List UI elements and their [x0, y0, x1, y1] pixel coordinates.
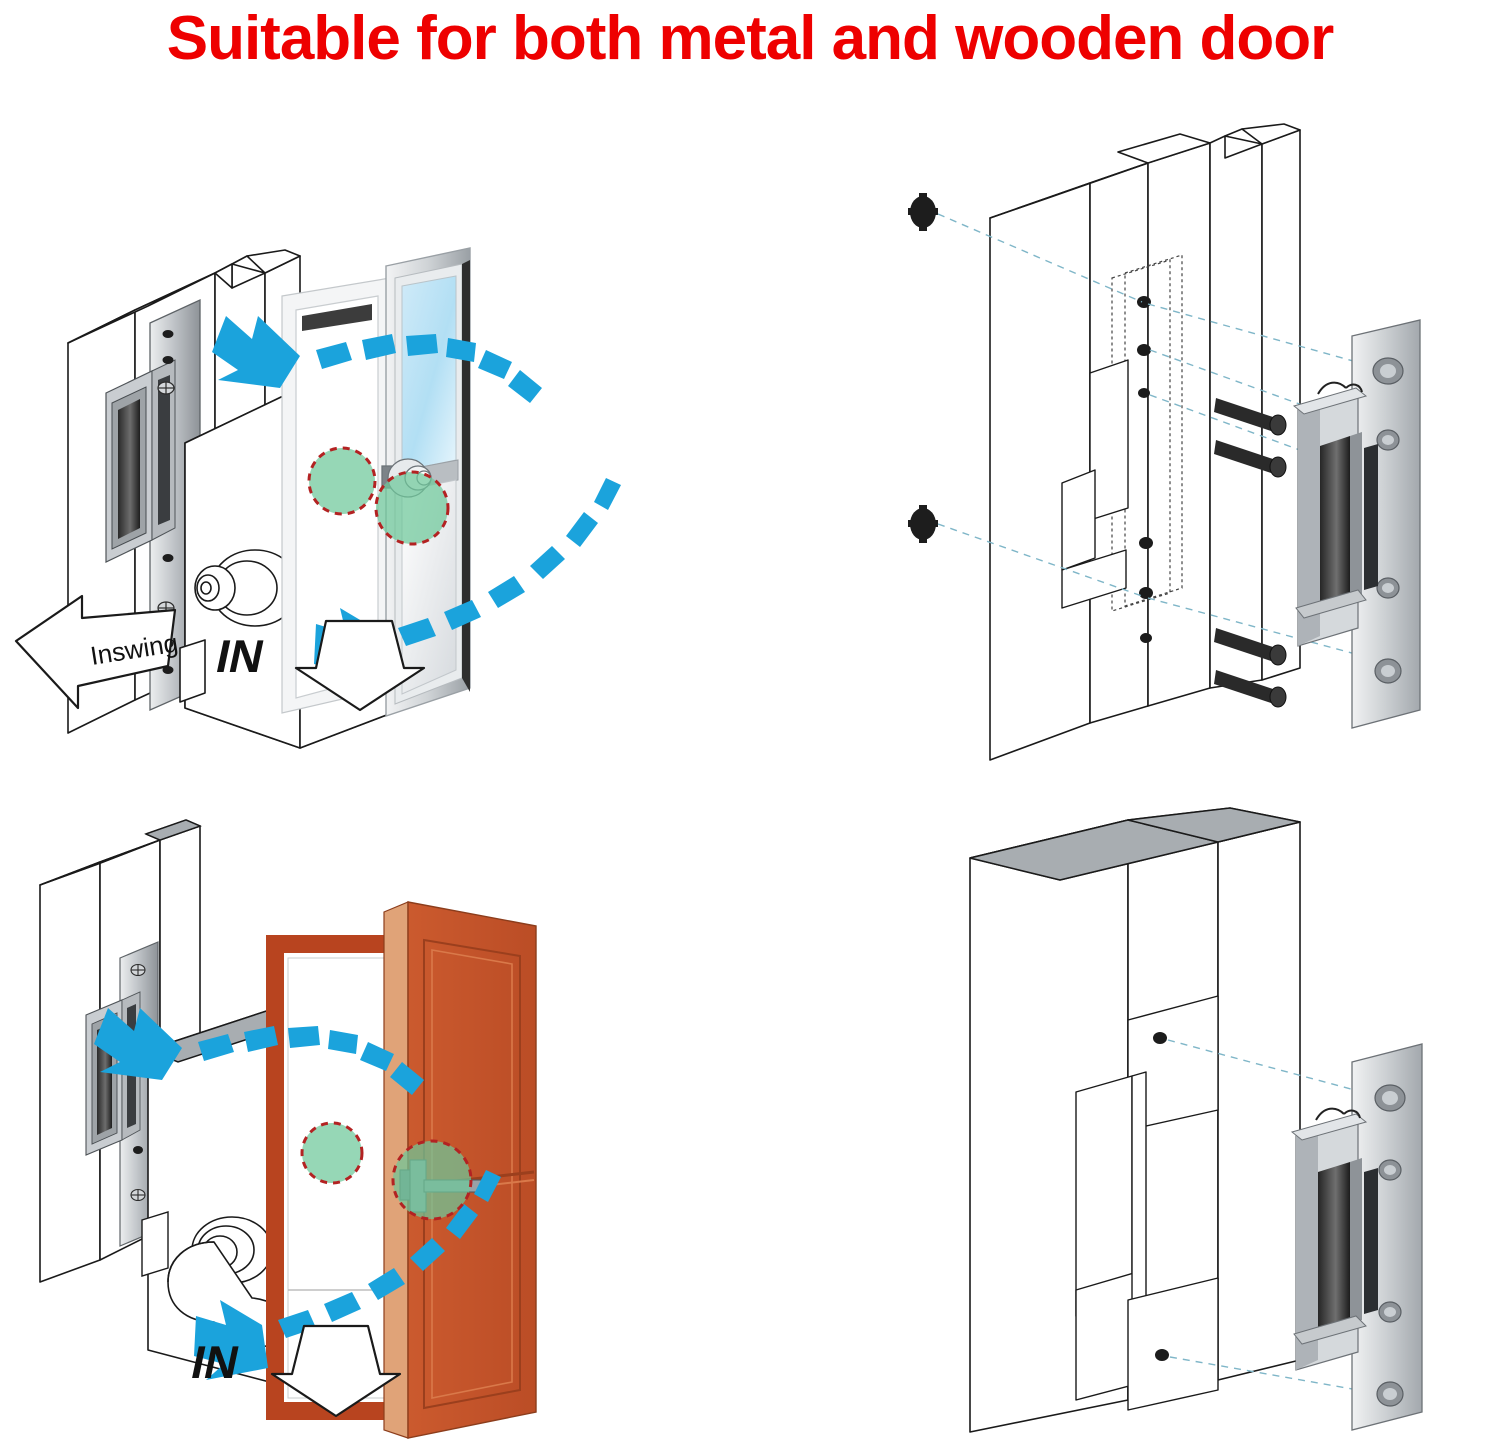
in-direction-arrow	[294, 619, 426, 712]
swing-path-arrow-upper	[94, 1008, 424, 1095]
metal-jamb-frame	[989, 123, 1301, 761]
latch-location-highlight	[391, 1139, 473, 1221]
jamb-mortise-cutout	[1075, 995, 1219, 1411]
door-lever-handle	[167, 1216, 287, 1348]
panel-metal-door-swing: Inswing	[0, 88, 770, 768]
page-title: Suitable for both metal and wooden door	[166, 4, 1335, 73]
jamb-top-faces	[969, 807, 1301, 881]
wooden-door-leaf	[383, 901, 537, 1439]
panel-wood-door-swing: IN	[0, 790, 790, 1440]
electric-strike	[1292, 319, 1421, 729]
swing-path-arrow-upper	[212, 316, 542, 403]
panel-wood-jamb-exploded	[900, 800, 1500, 1440]
electric-strike	[1290, 1043, 1423, 1431]
mounting-screw-1	[1214, 398, 1287, 436]
in-label: IN	[212, 630, 269, 681]
alignment-lines	[937, 213, 1401, 667]
mounting-screw-4	[1214, 670, 1287, 708]
anchor-screw-upper	[908, 193, 938, 231]
anchor-screw-lower	[908, 505, 938, 543]
strike-location-highlight	[307, 446, 377, 516]
strike-location-highlight	[300, 1121, 364, 1185]
panel-metal-jamb-exploded	[880, 88, 1500, 768]
mortise-screw-holes	[1153, 1032, 1169, 1361]
jamb-cutout	[1061, 359, 1129, 609]
in-direction-arrow	[270, 1324, 402, 1418]
mounting-screw-3	[1214, 628, 1287, 666]
wood-jamb-top-faces	[39, 819, 202, 886]
mounting-screw-2	[1214, 440, 1287, 478]
jamb-screw-holes	[1137, 296, 1153, 643]
door-knob-assembly	[194, 549, 300, 627]
latch-location-highlight	[374, 470, 450, 546]
in-label: IN	[187, 1336, 244, 1387]
inswing-arrow	[14, 594, 177, 710]
